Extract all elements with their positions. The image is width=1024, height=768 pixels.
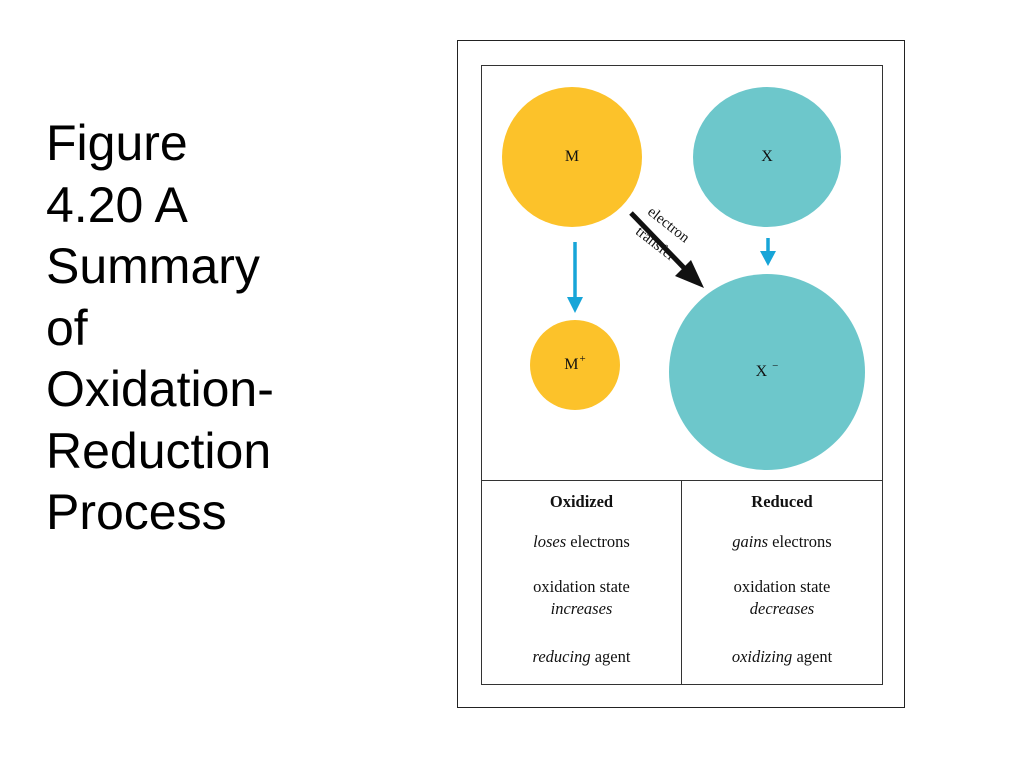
oxidized-electrons: loses electrons (533, 532, 630, 551)
metal-down-arrow (567, 242, 583, 313)
reduced-header: Reduced (751, 492, 813, 511)
nonmetal-atom: X (693, 87, 841, 227)
redox-diagram: M X M+ X − (482, 66, 882, 480)
metal-ion-charge: + (579, 353, 586, 365)
metal-ion-label: M+ (564, 353, 586, 374)
oxidized-state-label: oxidation state (533, 577, 630, 596)
nonmetal-atom-label: X (761, 148, 773, 165)
oxidized-state-change: increases (550, 599, 613, 618)
metal-atom: M (502, 87, 642, 227)
oxidized-agent: reducing agent (532, 647, 631, 666)
reduced-electrons: gains electrons (732, 532, 832, 551)
oxidized-column: Oxidized loses electrons oxidation state… (482, 481, 682, 684)
nonmetal-ion-label: X − (755, 360, 779, 381)
figure-panel: M X M+ X − (481, 65, 883, 685)
reduced-state-label: oxidation state (733, 577, 831, 596)
reduced-agent: oxidizing agent (731, 647, 833, 666)
metal-ion: M+ (530, 320, 620, 410)
slide-title: Figure 4.20 A Summary of Oxidation- Redu… (46, 115, 274, 540)
electron-transfer-arrow (629, 211, 704, 288)
reduced-column: Reduced gains electrons oxidation state … (682, 481, 882, 684)
nonmetal-ion-charge: − (772, 360, 779, 372)
nonmetal-ion: X − (669, 274, 865, 470)
comparison-table: Oxidized loses electrons oxidation state… (482, 480, 882, 684)
oxidized-header: Oxidized (549, 492, 614, 511)
figure-frame: M X M+ X − (457, 40, 905, 708)
reduced-state-change: decreases (749, 599, 815, 618)
diagram-arrows (567, 211, 776, 313)
nonmetal-down-arrow (760, 238, 776, 266)
metal-atom-label: M (564, 148, 580, 165)
